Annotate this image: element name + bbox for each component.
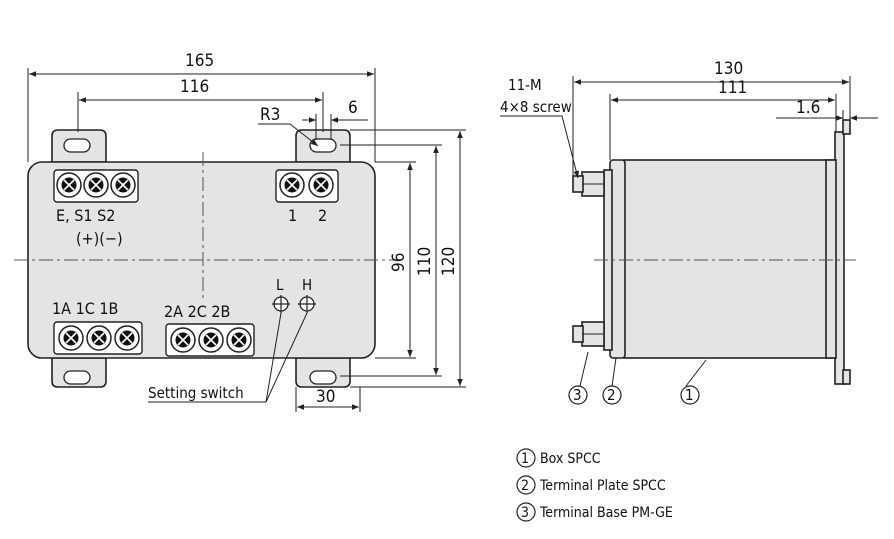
svg-text:30: 30: [316, 387, 335, 407]
slot-bottom-right: [309, 370, 337, 385]
dim-111: 111: [609, 78, 837, 160]
svg-text:130: 130: [714, 59, 743, 79]
svg-text:1.6: 1.6: [796, 98, 820, 118]
label-switch-l: L: [276, 276, 284, 294]
part-callouts: 3 2 1: [568, 351, 707, 405]
dim-165: 165: [27, 51, 376, 162]
svg-text:1: 1: [685, 386, 694, 404]
terminal-2c-icon: [198, 327, 224, 353]
terminal-1a-icon: [58, 325, 84, 351]
dim-116: 116: [77, 77, 324, 132]
box-body: [623, 159, 835, 359]
svg-text:3: 3: [521, 505, 529, 521]
side-view: [572, 119, 856, 385]
svg-text:Terminal Plate SPCC: Terminal Plate SPCC: [539, 478, 666, 494]
label-terminal-1: 1: [288, 206, 297, 225]
slot-bottom-left: [63, 370, 91, 385]
terminal-1c-icon: [86, 325, 112, 351]
screw-callout: 11-M 4×8 screw: [500, 76, 579, 179]
terminal-e-icon: [56, 172, 82, 198]
svg-text:3: 3: [573, 386, 582, 404]
svg-text:111: 111: [718, 78, 747, 98]
svg-text:120: 120: [439, 247, 459, 276]
label-terminal-2: 2: [318, 206, 327, 225]
setting-switch-label: Setting switch: [148, 384, 244, 402]
switch-l-icon: [272, 295, 290, 313]
terminal-s1-icon: [83, 172, 109, 198]
part-2-circle: [602, 385, 622, 405]
svg-text:4×8 screw: 4×8 screw: [500, 98, 572, 116]
svg-text:2: 2: [607, 386, 616, 404]
legend-item-3: 3 Terminal Base PM-GE: [516, 502, 673, 522]
side-terminal-top: [572, 171, 605, 197]
label-2a-2c-2b: 2A 2C 2B: [164, 302, 230, 321]
dim-r3: R3: [258, 105, 319, 147]
svg-text:R3: R3: [260, 105, 280, 125]
svg-text:Terminal Base PM-GE: Terminal Base PM-GE: [539, 505, 673, 521]
label-polarity: (+)(−): [76, 229, 123, 248]
svg-text:2: 2: [521, 478, 529, 494]
label-e-s1-s2: E, S1 S2: [56, 206, 115, 225]
terminal-1-icon: [279, 172, 305, 198]
svg-text:165: 165: [185, 51, 214, 71]
dim-1-6: 1.6: [776, 98, 878, 122]
legend: 1 Box SPCC 2 Terminal Plate SPCC 3 Termi…: [516, 448, 673, 522]
svg-text:11-M: 11-M: [508, 76, 542, 94]
svg-text:116: 116: [180, 77, 209, 97]
label-1a-1c-1b: 1A 1C 1B: [52, 299, 118, 318]
front-view: E, S1 S2 (+)(−) 1 2 1A 1C 1B 2A 2C 2B L …: [14, 129, 400, 403]
terminal-1b-icon: [114, 325, 140, 351]
switch-h-icon: [298, 295, 316, 313]
dim-verticals: 96 110 120: [340, 129, 466, 388]
svg-text:96: 96: [389, 253, 409, 272]
svg-text:1: 1: [521, 451, 529, 467]
slot-top-left: [63, 138, 91, 153]
part-1-circle: [680, 385, 700, 405]
svg-text:Box SPCC: Box SPCC: [540, 451, 601, 467]
dim-6: 6: [302, 98, 368, 140]
terminal-2a-icon: [170, 327, 196, 353]
slot-top-right: [309, 138, 337, 153]
side-terminal-bottom: [572, 321, 605, 347]
label-switch-h: H: [302, 276, 312, 294]
legend-item-2: 2 Terminal Plate SPCC: [516, 475, 666, 495]
svg-text:6: 6: [348, 98, 358, 118]
terminal-2-icon: [308, 172, 334, 198]
terminal-2b-icon: [226, 327, 252, 353]
dim-30: 30: [295, 387, 361, 412]
terminal-s2-icon: [110, 172, 136, 198]
svg-text:110: 110: [415, 247, 435, 276]
legend-item-1: 1 Box SPCC: [516, 448, 601, 468]
dim-130: 130: [572, 59, 851, 176]
part-3-circle: [568, 385, 588, 405]
